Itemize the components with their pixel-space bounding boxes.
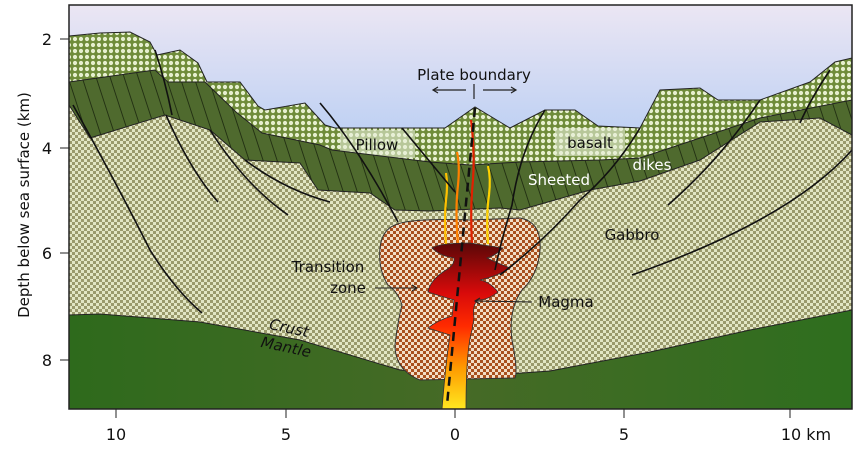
y-axis-label: Depth below sea surface (km) bbox=[15, 92, 33, 318]
x-tick-label: 5 bbox=[619, 425, 629, 444]
y-axis: 2 4 6 8 Depth below sea surface (km) bbox=[15, 30, 69, 370]
magma-arrow-icon bbox=[473, 297, 533, 305]
mantle-layer bbox=[69, 309, 852, 409]
basalt-label-highlight bbox=[555, 128, 625, 156]
transition-arrow-icon bbox=[375, 284, 419, 292]
x-tick-label: 0 bbox=[450, 425, 460, 444]
y-tick-label: 6 bbox=[42, 244, 52, 263]
y-tick-label: 2 bbox=[42, 30, 52, 49]
divergence-arrows-icon bbox=[431, 84, 518, 99]
pillow-label: Pillow bbox=[356, 136, 399, 154]
x-tick-label: 10 km bbox=[781, 425, 831, 444]
dikes-label: dikes bbox=[633, 156, 672, 174]
plate-boundary-label: Plate boundary bbox=[417, 66, 531, 84]
y-tick-label: 4 bbox=[42, 139, 52, 158]
magma-label: Magma bbox=[538, 293, 593, 311]
hydrothermal-vents bbox=[443, 119, 491, 245]
y-tick-label: 8 bbox=[42, 351, 52, 370]
x-axis: 10 5 0 5 10 km bbox=[106, 409, 831, 444]
transition-label: Transition bbox=[291, 258, 365, 276]
sheeted-label: Sheeted bbox=[528, 171, 590, 189]
x-tick-label: 5 bbox=[281, 425, 291, 444]
plate-boundary-line bbox=[445, 107, 477, 406]
fault-lines bbox=[72, 49, 852, 314]
x-tick-label: 10 bbox=[106, 425, 126, 444]
zone-label: zone bbox=[330, 279, 366, 297]
gabbro-label: Gabbro bbox=[605, 226, 660, 244]
basalt-label: basalt bbox=[567, 134, 613, 152]
plot-frame bbox=[68, 4, 853, 410]
